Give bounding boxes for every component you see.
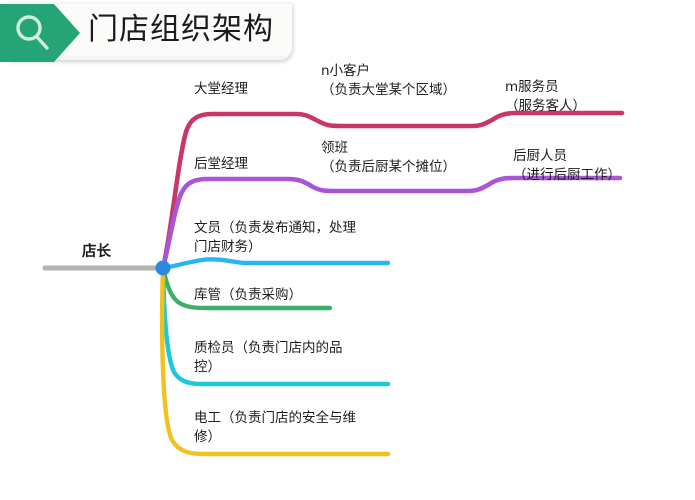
node-label-lobby-manager[interactable]: 大堂经理 (194, 81, 248, 97)
branch-line-lobby-manager (160, 110, 625, 271)
node-label-clerk[interactable]: 文员（负责发布通知，处理 门店财务） (194, 220, 356, 255)
node-label-inspector[interactable]: 质检员（负责门店内的品 控） (194, 340, 343, 375)
page-title: 门店组织架构 (88, 12, 274, 47)
branch-line-warehouse (160, 265, 333, 311)
node-label-service-staff[interactable]: m服务员 （服务客人） (505, 79, 586, 114)
node-label-root[interactable]: 店长 (82, 244, 111, 260)
search-icon (16, 15, 49, 50)
branch-line-clerk (160, 257, 391, 271)
node-label-kitchen-manager[interactable]: 后堂经理 (194, 156, 248, 172)
search-badge[interactable] (0, 0, 82, 66)
header: 门店组织架构 (0, 0, 296, 66)
node-label-foreman[interactable]: 领班 （负责后厨某个摊位） (321, 140, 456, 175)
node-label-kitchen-staff[interactable]: 后厨人员 （进行后厨工作） (513, 148, 621, 183)
node-label-small-customers[interactable]: n小客户 （负责大堂某个区域） (321, 63, 456, 98)
node-label-electrician[interactable]: 电工（负责门店的安全与维 修） (194, 410, 356, 445)
branch-line-electrician (159, 265, 391, 457)
hub-node[interactable] (155, 260, 171, 276)
node-label-warehouse[interactable]: 库管（负责采购） (194, 287, 302, 303)
branch-line-kitchen-manager (160, 175, 623, 271)
